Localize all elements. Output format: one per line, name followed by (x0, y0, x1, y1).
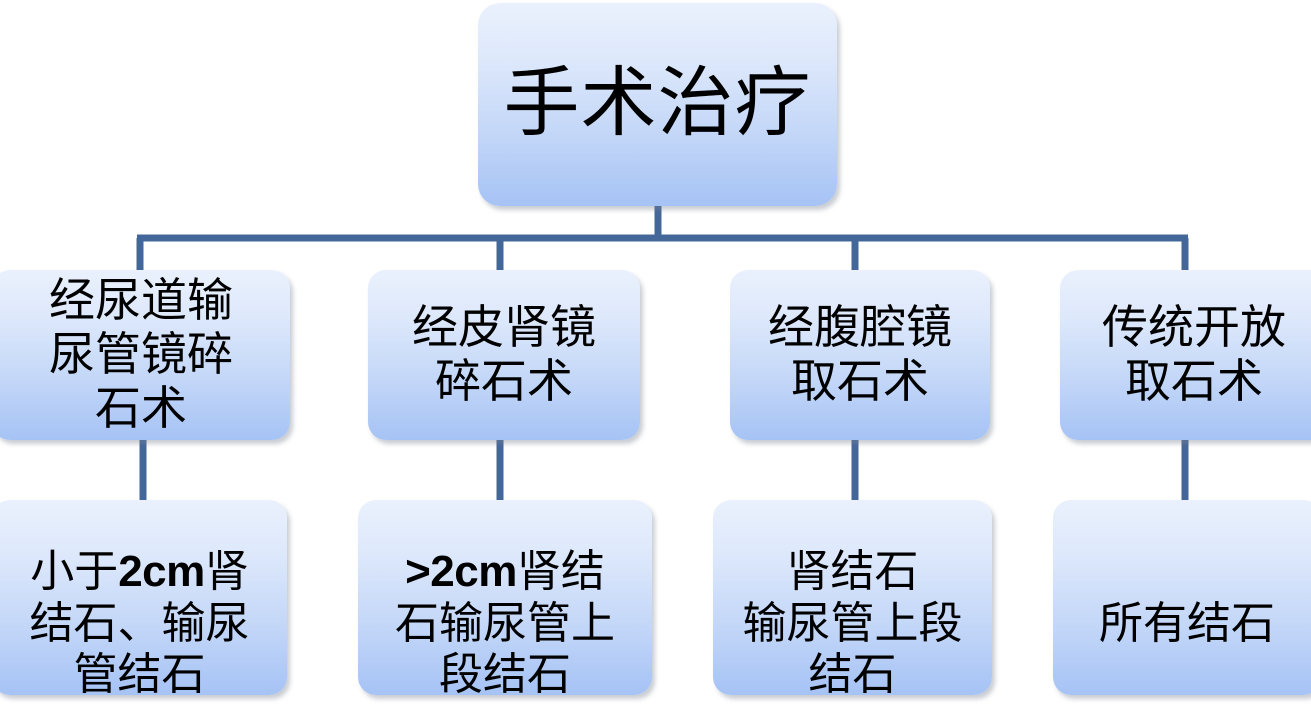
node-method-label: 经尿道输 尿管镜碎 石术 (49, 274, 233, 435)
node-method-label: 经腹腔镜 取石术 (768, 301, 952, 407)
indication-suffix: 肾 结石、输尿 管结石 (29, 546, 250, 695)
node-root-surgical-treatment[interactable]: 手术治疗 (478, 3, 837, 206)
node-indication-all-stones[interactable]: 所有结石 (1053, 500, 1311, 695)
node-method-traditional-open-stone-removal[interactable]: 传统开放 取石术 (1060, 270, 1311, 440)
node-indication-large-kidney-upper-ureteral-stones[interactable]: >2cm肾结 石输尿管上 段结石 (358, 500, 652, 695)
node-indication-label: 小于2cm肾 结石、输尿 管结石 (0, 500, 281, 695)
node-method-percutaneous-nephrolithotomy[interactable]: 经皮肾镜 碎石术 (368, 270, 640, 440)
indication-suffix: 肾结石 输尿管上段 结石 (742, 546, 963, 695)
node-method-transurethral-ureteroscopic-lithotripsy[interactable]: 经尿道输 尿管镜碎 石术 (0, 270, 290, 440)
node-indication-kidney-upper-ureteral-stones[interactable]: 肾结石 输尿管上段 结石 (713, 500, 992, 695)
node-method-laparoscopic-stone-removal[interactable]: 经腹腔镜 取石术 (730, 270, 990, 440)
node-indication-small-kidney-ureteral-stones[interactable]: 小于2cm肾 结石、输尿 管结石 (0, 500, 287, 695)
node-method-label: 传统开放 取石术 (1102, 301, 1286, 407)
node-indication-label: >2cm肾结 石输尿管上 段结石 (364, 500, 646, 695)
indication-suffix: 所有结石 (1099, 598, 1275, 648)
node-root-label: 手术治疗 (503, 61, 812, 146)
indication-latin: 2cm (118, 546, 205, 596)
indication-latin: >2cm (405, 546, 517, 596)
indication-suffix: 肾结 石输尿管上 段结石 (395, 546, 615, 695)
indication-prefix: 小于 (30, 546, 119, 596)
node-method-label: 经皮肾镜 碎石术 (412, 301, 596, 407)
node-indication-label: 肾结石 输尿管上段 结石 (719, 500, 986, 695)
node-indication-label: 所有结石 (1059, 546, 1311, 650)
